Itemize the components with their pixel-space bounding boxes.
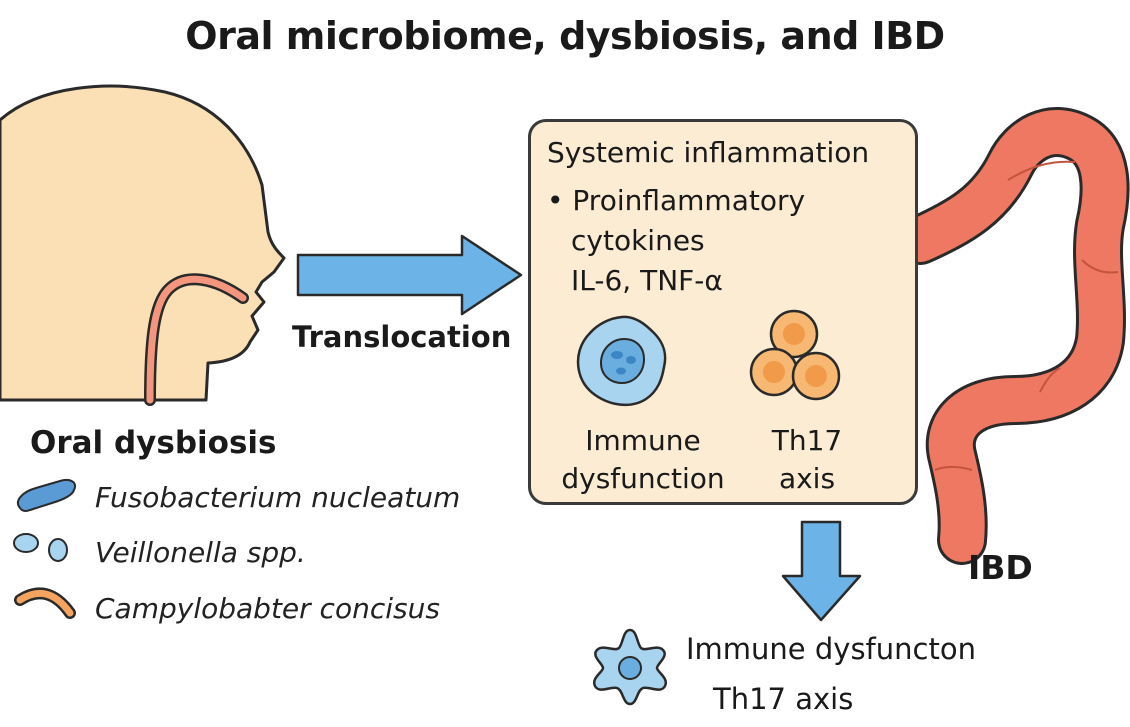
immune-dysfunction-label: Immune dysfunction [546,422,740,498]
head-silhouette [0,84,286,402]
colon-fold-3 [1039,367,1061,393]
bullet-line-1: • Proinflammatory [547,184,806,217]
down-arrow-icon [781,520,862,622]
immune-label-line-1: Immune [585,424,701,457]
immune-cell-icon [576,315,667,407]
throat-tract-fill [146,275,247,404]
bacterium-label-fusobacterium: Fusobacterium nucleatum [95,481,461,514]
th17-label-line-1: Th17 [771,424,843,457]
th17-cells-icon [749,309,841,401]
ibd-label: IBD [968,548,1033,587]
th17-label-line-2: axis [778,462,836,495]
oral-dysbiosis-heading: Oral dysbiosis [30,425,277,461]
translocation-arrow-icon [296,234,523,316]
th17-axis-outcome: Th17 axis [713,682,854,716]
colon-icon [898,110,1127,562]
cocci-bacterium-icon [13,533,39,553]
diagram-title: Oral microbiome, dysbiosis, and IBD [185,14,945,58]
cytokines-bullet: • Proinflammatory cytokines IL-6, TNF-α [547,181,805,301]
systemic-inflammation-title: Systemic inflammation [547,136,870,169]
translocation-label: Translocation [292,320,512,354]
bullet-line-3: IL-6, TNF-α [571,264,723,297]
bacterium-label-veillonella: Veillonella spp. [95,536,306,569]
cocci-bacterium-icon-2 [48,538,68,562]
dendritic-cell-icon [592,628,668,706]
immune-dysfunction-outcome: Immune dysfuncton [686,632,976,666]
rod-bacterium-icon [17,479,76,513]
colon-fold-4 [934,466,973,471]
bacterium-label-campylobacter: Campylobabter concisus [95,592,440,625]
systemic-inflammation-box [528,119,918,505]
colon-fold-2 [1081,259,1119,274]
curved-bacterium-icon-fill [16,589,74,617]
bullet-line-2: cytokines [571,224,705,257]
th17-axis-label: Th17 axis [752,422,862,498]
immune-label-line-2: dysfunction [561,462,725,495]
colon-fold-1 [1007,160,1076,181]
